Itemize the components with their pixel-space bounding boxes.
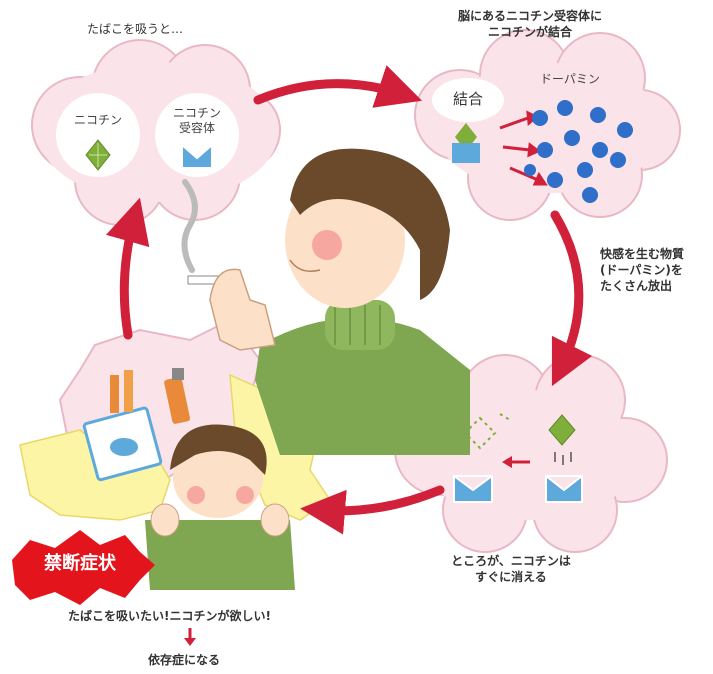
lighter-icon (164, 368, 191, 424)
receptor-bubble (155, 93, 239, 177)
want-cigarette-text: たばこを吸いたい!ニコチンが欲しい! (68, 609, 271, 623)
nicotine-bubble (56, 93, 140, 177)
bonded-receptor-icon (452, 123, 480, 163)
withdrawal-badge-shape (12, 530, 155, 605)
nicotine-diamond-icon (548, 414, 576, 446)
dopamine-dot-icon (537, 142, 553, 158)
down-arrow-icon (184, 628, 196, 646)
step4-caption: ところが、ニコチンは すぐに消える (451, 554, 571, 584)
bond-bubble (432, 78, 504, 122)
dopamine-label: ドーパミン (540, 72, 600, 86)
receptor-label: ニコチン 受容体 (172, 106, 221, 135)
dopamine-dot-icon (547, 172, 563, 188)
step2-caption: 脳にあるニコチン受容体に ニコチンが結合 (457, 9, 602, 39)
smoking-adult (255, 148, 470, 455)
dopamine-dot-icon (592, 142, 608, 158)
nicotine-label: ニコチン (73, 113, 122, 127)
receptor-icon (545, 475, 583, 503)
bond-label: 結合 (452, 90, 483, 108)
dopamine-dot-icon (564, 130, 580, 146)
cigarette-pack-icon (82, 370, 163, 482)
dopamine-dot-icon (617, 122, 633, 138)
cloud-step2 (414, 29, 681, 221)
small-red-arrow (502, 456, 530, 468)
arrow-step1-to-step2 (253, 65, 423, 108)
dopamine-dot-icon (590, 107, 606, 123)
arrow-withdrawal-to-step1 (105, 197, 150, 340)
withdrawal-badge-label: 禁断症状 (44, 553, 116, 574)
dopamine-dot-icon (582, 187, 598, 203)
step3-caption: 快感を生む物質 (ドーパミン)を たくさん放出 (600, 247, 685, 293)
dopamine-dot-icon (524, 164, 536, 176)
receptor-icon (453, 475, 493, 503)
step1-caption: たばこを吸うと… (87, 22, 184, 36)
fade-lines (554, 452, 572, 465)
smoking-hand (209, 268, 276, 351)
dopamine-dot-icon (532, 110, 548, 126)
nicotine-diamond-icon (85, 139, 111, 171)
arrow-step4-to-withdrawal (300, 485, 445, 535)
arrow-step2-to-step3 (550, 210, 593, 387)
dopamine-dots (524, 100, 633, 203)
cycle-arrows (105, 65, 593, 535)
distressed-child (145, 424, 295, 590)
dependence-result-text: 依存症になる (148, 653, 221, 667)
dopamine-dot-icon (577, 162, 593, 178)
receptor-icon (181, 144, 213, 169)
dopamine-dot-icon (557, 100, 573, 116)
dopamine-dot-icon (610, 152, 626, 168)
